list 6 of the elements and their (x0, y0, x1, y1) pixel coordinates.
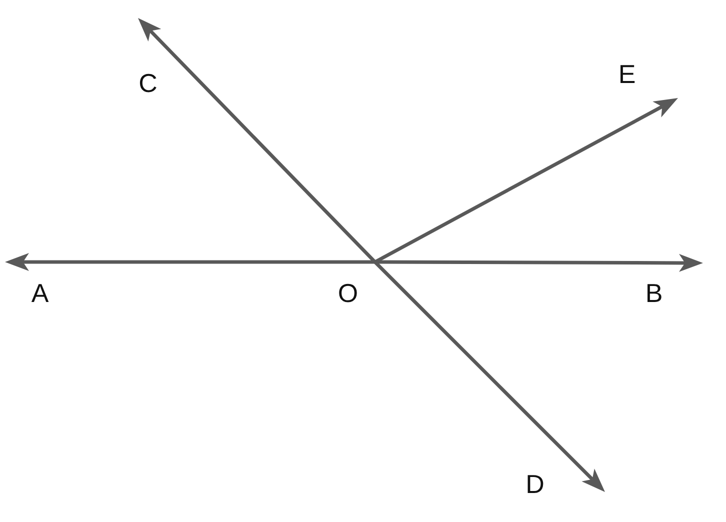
point-label: A (31, 280, 49, 306)
point-label: D (526, 471, 544, 497)
point-label: O (338, 280, 358, 306)
point-label: C (138, 70, 158, 96)
point-label: B (645, 280, 663, 306)
point-label: E (618, 61, 636, 87)
